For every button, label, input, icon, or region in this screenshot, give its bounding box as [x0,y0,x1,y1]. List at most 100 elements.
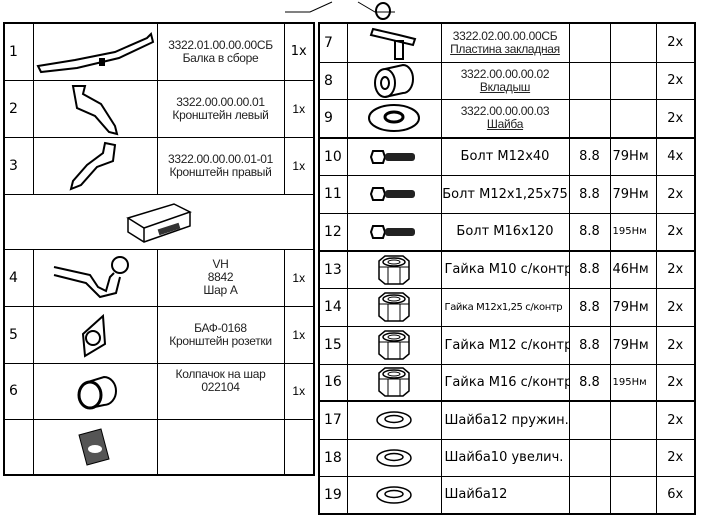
torque: 79Нм [609,325,657,365]
part-code: БАФ-0168 [194,320,247,335]
part-name: Гайка М12х1,25 с/контр [440,287,570,327]
right-bracket-icon [32,136,158,195]
part-name: Гайка М16 с/контр [440,363,570,402]
quantity: 4x [655,137,696,176]
strength-grade: 8.8 [568,137,611,176]
part-code-2: 8842 [207,270,234,284]
drawing-fragment [285,1,395,20]
torque [609,438,657,477]
box-icon [3,193,315,250]
part-name: Гайка М12 с/контр [440,325,570,365]
part-code: 022104 [201,379,240,394]
part-code: VH [212,257,229,271]
item-number: 17 [318,400,348,440]
quantity: 2x [655,212,696,252]
torque [609,400,657,440]
strength-grade: 8.8 [568,287,611,327]
torque: 79Нм [609,287,657,327]
part-code: 3322.00.00.00.03 [460,104,550,119]
bolt-icon [346,174,442,214]
strength-grade [568,98,611,139]
beam-icon [32,22,158,81]
part-code: 3322.01.00.00.00СБ [168,37,273,52]
quantity: 2x [655,22,696,63]
strength-grade: 8.8 [568,363,611,402]
ball-cap-icon [32,362,158,420]
mounting-plate-icon [346,22,442,63]
washer-icon [346,98,442,139]
item-number: 9 [318,98,348,139]
quantity: 1x [283,136,315,195]
nut-icon [346,363,442,402]
part-code: 3322.02.00.00.00СБ [452,28,558,43]
torque: 79Нм [609,174,657,214]
torque: 46Нм [609,250,657,289]
washer-icon [346,400,442,440]
part-name: Болт М16х120 [440,212,570,252]
item-number: 15 [318,325,348,365]
table-row [3,193,315,250]
part-name: Пластина закладная [450,41,560,56]
item-number: 3 [3,136,34,195]
torque [609,22,657,63]
instruction-booklet-icon [32,418,158,476]
item-number: 7 [318,22,348,63]
quantity: 1x [283,79,315,138]
quantity: 1x [283,22,315,81]
part-code: 3322.00.00.00.01 [176,94,265,109]
nut-icon [346,250,442,289]
washer-icon [346,475,442,515]
quantity: 2x [655,250,696,289]
part-name: Шайба10 увелич. [440,438,570,477]
part-name: Шайба12 пружин. [440,400,570,440]
part-code: 3322.00.00.00.01-01 [167,151,274,166]
item-number: 14 [318,287,348,327]
quantity: 2x [655,363,696,402]
item-number: 5 [3,305,34,364]
torque [609,98,657,139]
strength-grade: 8.8 [568,212,611,252]
quantity: 1x [283,305,315,364]
item-number: 16 [318,363,348,402]
part-name: Шайба12 [440,475,570,515]
item-number: 4 [3,248,34,307]
bolt-icon [346,212,442,252]
strength-grade [568,475,611,515]
part-name: Шайба [486,117,524,132]
table-row [3,418,315,476]
part-name: Кронштейн левый [172,107,269,122]
quantity: 2x [655,287,696,327]
item-number: 10 [318,137,348,176]
left-bracket-icon [32,79,158,138]
tow-ball-icon [32,248,158,307]
quantity: 2x [655,98,696,139]
socket-bracket-icon [32,305,158,364]
washer-icon [346,438,442,477]
item-number: 8 [318,61,348,100]
part-name: Болт М12х1,25х75 [440,174,570,214]
insert-bushing-icon [346,61,442,100]
strength-grade: 8.8 [568,174,611,214]
torque [609,61,657,100]
part-name: Балка в сборе [182,50,259,65]
quantity: 2x [655,400,696,440]
part-name: Кронштейн правый [169,164,272,179]
item-number: 13 [318,250,348,289]
item-number: 18 [318,438,348,477]
item-number: 19 [318,475,348,515]
table-row: 17 Шайба12 пружин. 2x [318,400,696,440]
